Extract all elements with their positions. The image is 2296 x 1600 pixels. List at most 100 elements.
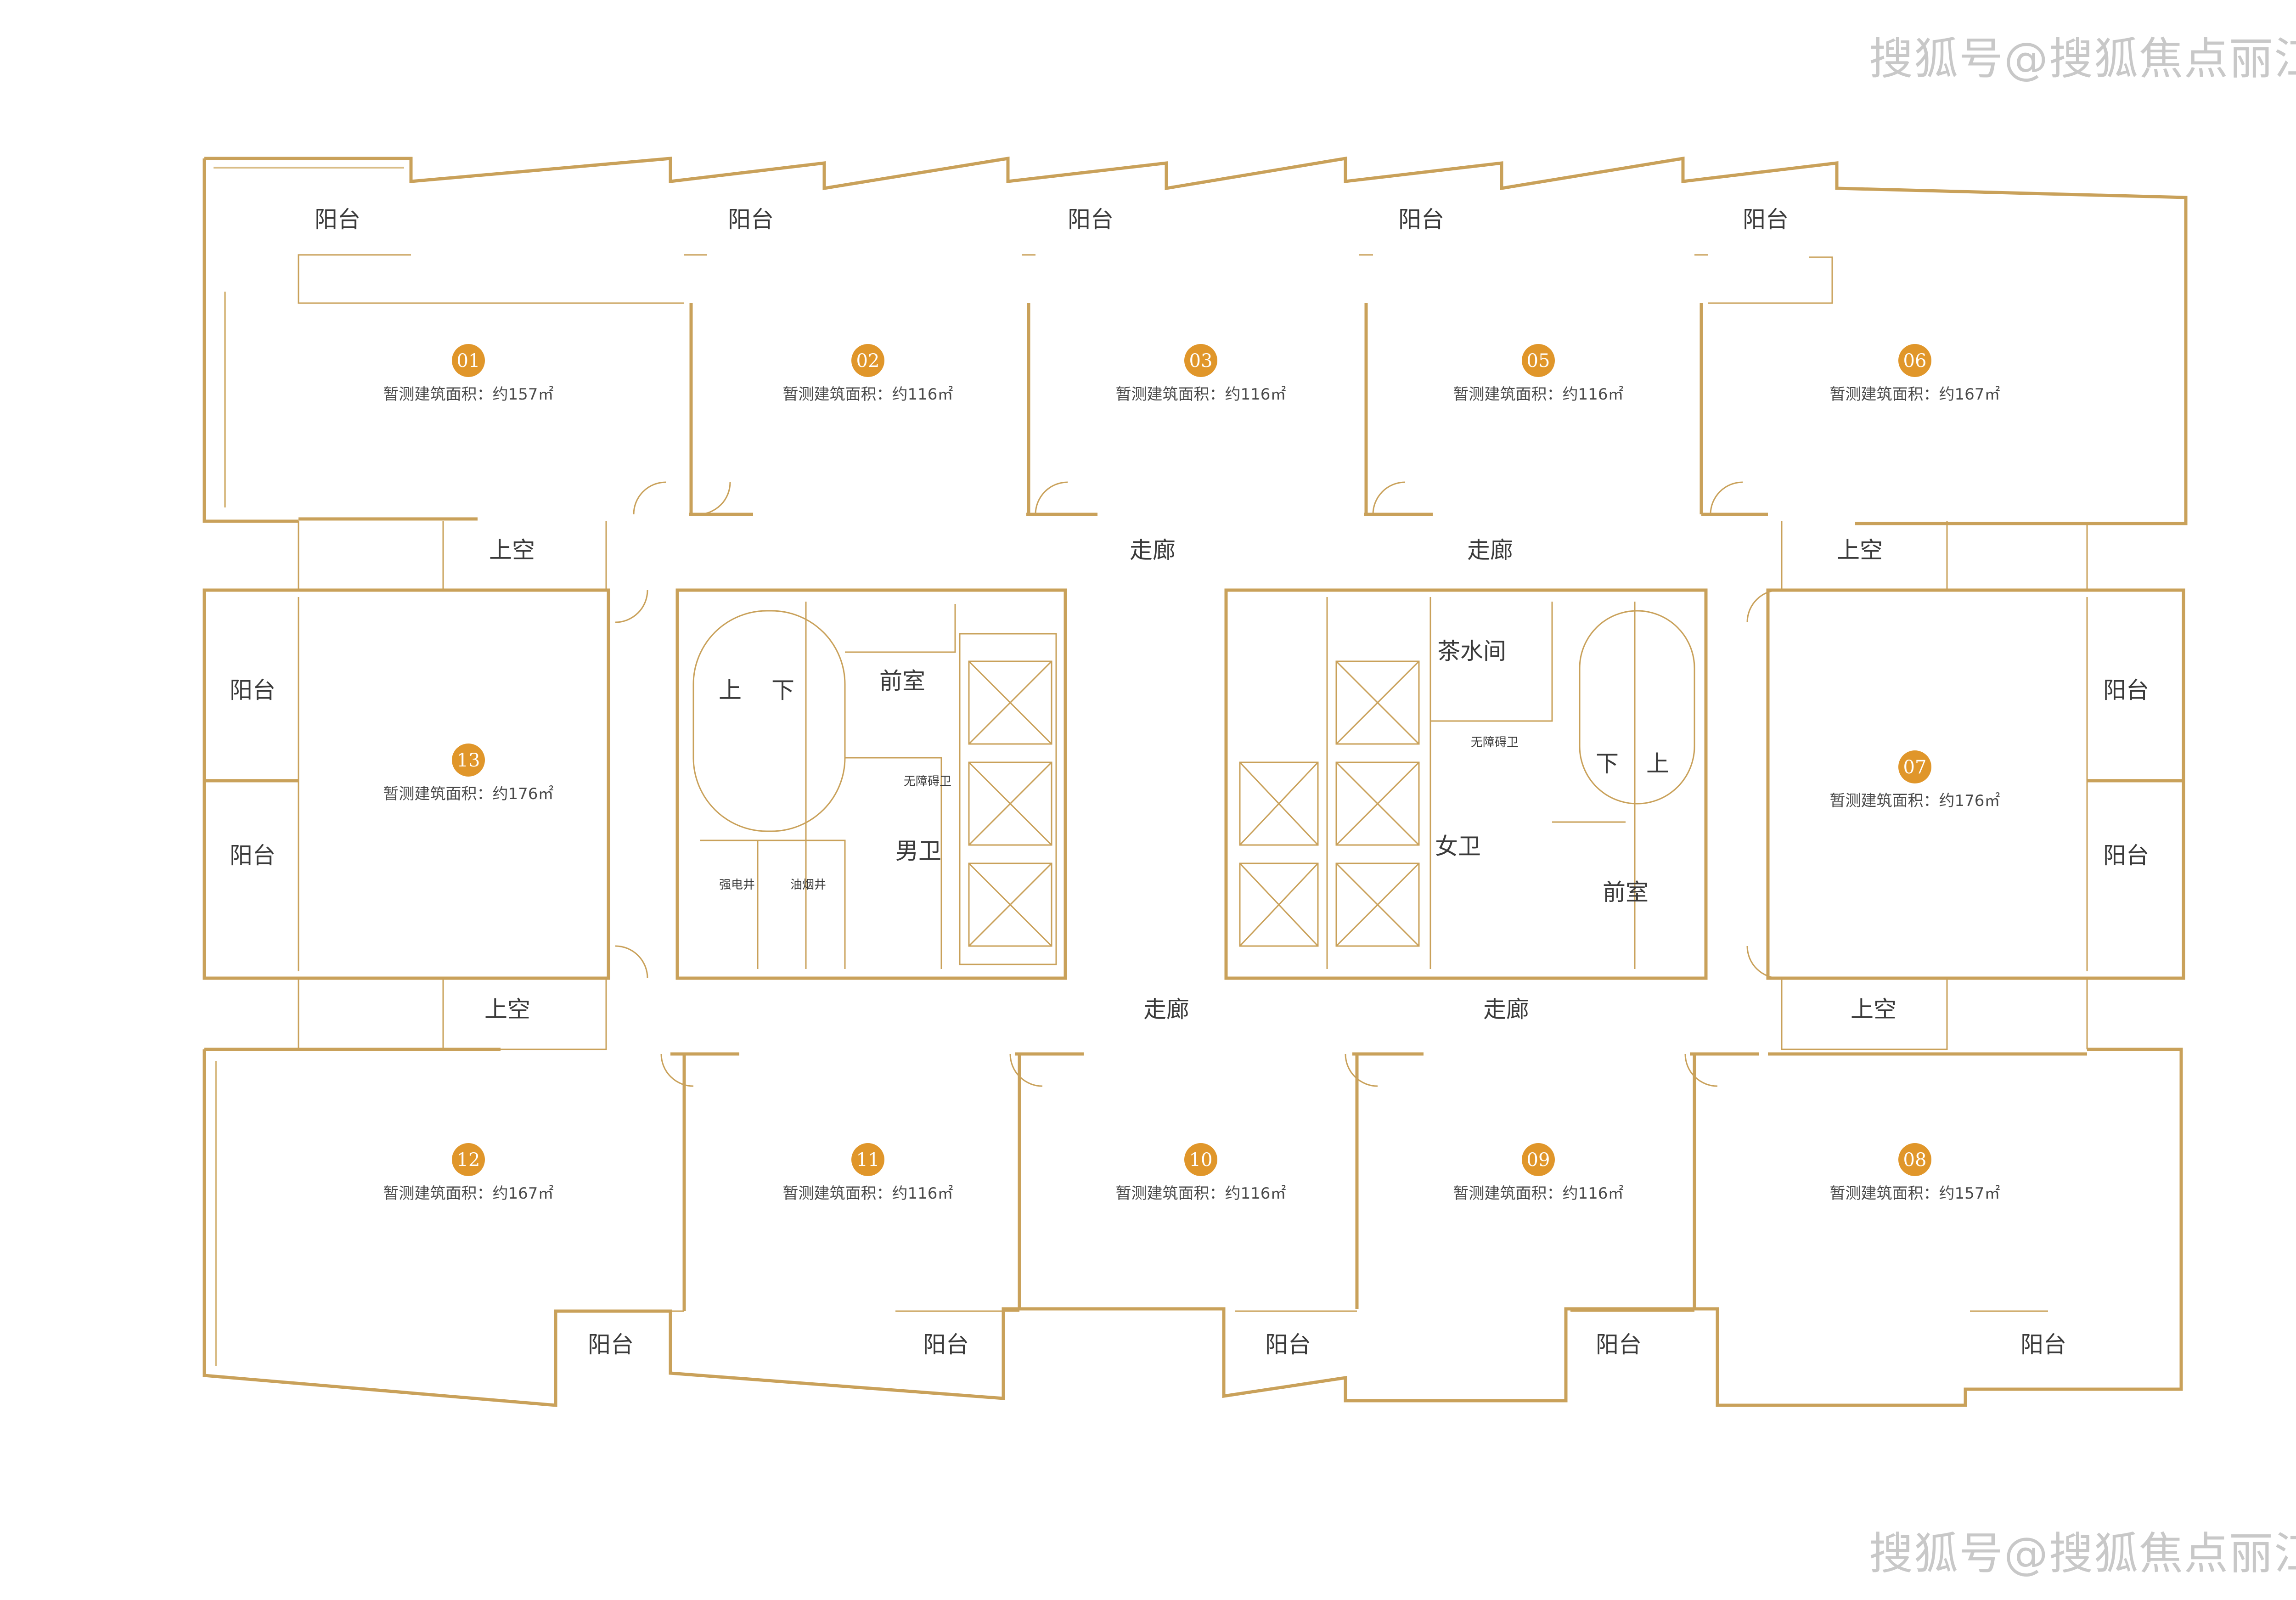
unit-07: 07 暂测建筑面积：约176㎡ (1830, 750, 2000, 810)
svg-text:无障碍卫: 无障碍卫 (904, 775, 951, 789)
middle-side-walls (203, 521, 2185, 1050)
svg-text:上: 上 (719, 677, 742, 704)
svg-text:上: 上 (1646, 750, 1669, 777)
unit-05: 05 暂测建筑面积：约116㎡ (1453, 344, 1624, 404)
right-core (1224, 588, 1708, 980)
elevator-6 (1335, 761, 1420, 846)
svg-text:暂测建筑面积：约116㎡: 暂测建筑面积：约116㎡ (1116, 1184, 1286, 1203)
unit-02: 02 暂测建筑面积：约116㎡ (783, 344, 953, 404)
svg-text:11: 11 (856, 1149, 880, 1171)
svg-text:10: 10 (1189, 1149, 1213, 1171)
svg-text:阳台: 阳台 (2103, 677, 2149, 704)
watermark-bottom: 搜狐号@搜狐焦点丽江站 (1869, 1528, 2296, 1579)
door-swings (615, 481, 1780, 1087)
unit-badge (1522, 1143, 1555, 1176)
svg-text:前室: 前室 (879, 668, 925, 694)
svg-text:暂测建筑面积：约116㎡: 暂测建筑面积：约116㎡ (1116, 385, 1286, 404)
corridor-labels: 走廊 走廊 走廊 走廊 (1130, 537, 1529, 1023)
svg-text:暂测建筑面积：约167㎡: 暂测建筑面积：约167㎡ (1830, 385, 2000, 404)
elevator-3 (968, 862, 1052, 947)
svg-text:暂测建筑面积：约167㎡: 暂测建筑面积：约167㎡ (383, 1184, 554, 1203)
svg-text:女卫: 女卫 (1435, 833, 1481, 860)
svg-text:阳台: 阳台 (728, 206, 774, 233)
core-labels: 前室 上 下 无障碍卫 男卫 强电井 油烟井 茶水间 无障碍卫 女卫 下 上 前… (719, 638, 1669, 906)
svg-text:暂测建筑面积：约116㎡: 暂测建筑面积：约116㎡ (1453, 385, 1624, 404)
svg-text:阳台: 阳台 (2103, 842, 2149, 869)
svg-text:阳台: 阳台 (1398, 206, 1444, 233)
svg-text:油烟井: 油烟井 (790, 878, 826, 892)
svg-text:下: 下 (771, 677, 794, 704)
svg-text:暂测建筑面积：约157㎡: 暂测建筑面积：约157㎡ (383, 385, 554, 404)
unit-badge (1898, 344, 1931, 377)
unit-badge (1898, 750, 1931, 783)
unit-01: 01 暂测建筑面积：约157㎡ (383, 344, 554, 404)
svg-text:阳台: 阳台 (588, 1331, 634, 1358)
elevator-5 (1239, 761, 1319, 846)
svg-text:走廊: 走廊 (1130, 537, 1176, 563)
unit-badge (1184, 344, 1217, 377)
bottom-row-walls (203, 1048, 2183, 1407)
svg-text:07: 07 (1903, 757, 1927, 778)
svg-text:08: 08 (1903, 1149, 1927, 1171)
unit-badge (1184, 1143, 1217, 1176)
unit-badge (452, 1143, 485, 1176)
svg-text:强电井: 强电井 (719, 878, 755, 892)
svg-text:上空: 上空 (484, 996, 530, 1023)
unit-03: 03 暂测建筑面积：约116㎡ (1116, 344, 1286, 404)
elevator-1 (968, 660, 1052, 745)
void-labels: 上空 上空 上空 上空 (484, 537, 1896, 1023)
svg-text:阳台: 阳台 (1743, 206, 1789, 233)
unit-badge (851, 1143, 884, 1176)
svg-text:暂测建筑面积：约157㎡: 暂测建筑面积：约157㎡ (1830, 1184, 2000, 1203)
balcony-labels: 阳台 阳台 阳台 阳台 阳台 阳台 阳台 阳台 阳台 阳台 阳台 阳台 阳台 阳… (230, 206, 2149, 1358)
elevator-4 (1335, 660, 1420, 745)
unit-11: 11 暂测建筑面积：约116㎡ (783, 1143, 953, 1203)
svg-text:走廊: 走廊 (1467, 537, 1513, 563)
unit-09: 09 暂测建筑面积：约116㎡ (1453, 1143, 1624, 1203)
svg-text:暂测建筑面积：约176㎡: 暂测建筑面积：约176㎡ (1830, 792, 2000, 810)
unit-badge (452, 344, 485, 377)
svg-text:12: 12 (457, 1149, 480, 1171)
unit-10: 10 暂测建筑面积：约116㎡ (1116, 1143, 1286, 1203)
svg-text:暂测建筑面积：约116㎡: 暂测建筑面积：约116㎡ (783, 1184, 953, 1203)
svg-text:茶水间: 茶水间 (1437, 638, 1506, 665)
svg-text:无障碍卫: 无障碍卫 (1471, 736, 1519, 749)
elevator-7 (1239, 862, 1319, 947)
svg-text:阳台: 阳台 (230, 842, 276, 869)
unit-badge (1522, 344, 1555, 377)
unit-06: 06 暂测建筑面积：约167㎡ (1830, 344, 2000, 404)
svg-text:13: 13 (457, 750, 480, 771)
svg-text:02: 02 (856, 350, 880, 372)
svg-text:走廊: 走廊 (1483, 996, 1529, 1023)
elevator-8 (1335, 862, 1420, 947)
svg-text:上空: 上空 (1837, 537, 1883, 563)
svg-text:阳台: 阳台 (1265, 1331, 1311, 1358)
elevator-2 (968, 761, 1052, 846)
top-row-walls (203, 156, 2188, 525)
svg-text:下: 下 (1596, 750, 1619, 777)
svg-text:05: 05 (1527, 350, 1550, 372)
svg-text:上空: 上空 (489, 537, 535, 563)
svg-text:03: 03 (1189, 350, 1213, 372)
svg-text:阳台: 阳台 (2020, 1331, 2066, 1358)
svg-text:阳台: 阳台 (1596, 1331, 1642, 1358)
svg-text:暂测建筑面积：约116㎡: 暂测建筑面积：约116㎡ (1453, 1184, 1624, 1203)
svg-text:上空: 上空 (1851, 996, 1896, 1023)
unit-13: 13 暂测建筑面积：约176㎡ (383, 744, 554, 803)
svg-text:暂测建筑面积：约116㎡: 暂测建筑面积：约116㎡ (783, 385, 953, 404)
svg-text:暂测建筑面积：约176㎡: 暂测建筑面积：约176㎡ (383, 785, 554, 803)
svg-text:01: 01 (457, 350, 480, 372)
left-core (675, 588, 1067, 980)
svg-text:阳台: 阳台 (923, 1331, 969, 1358)
unit-badge (452, 744, 485, 777)
unit-badge (851, 344, 884, 377)
svg-text:阳台: 阳台 (230, 677, 276, 704)
svg-text:阳台: 阳台 (1068, 206, 1114, 233)
unit-badge (1898, 1143, 1931, 1176)
svg-text:男卫: 男卫 (895, 838, 941, 864)
svg-text:走廊: 走廊 (1143, 996, 1189, 1023)
svg-text:阳台: 阳台 (315, 206, 360, 233)
unit-12: 12 暂测建筑面积：约167㎡ (383, 1143, 554, 1203)
svg-text:前室: 前室 (1603, 879, 1649, 906)
